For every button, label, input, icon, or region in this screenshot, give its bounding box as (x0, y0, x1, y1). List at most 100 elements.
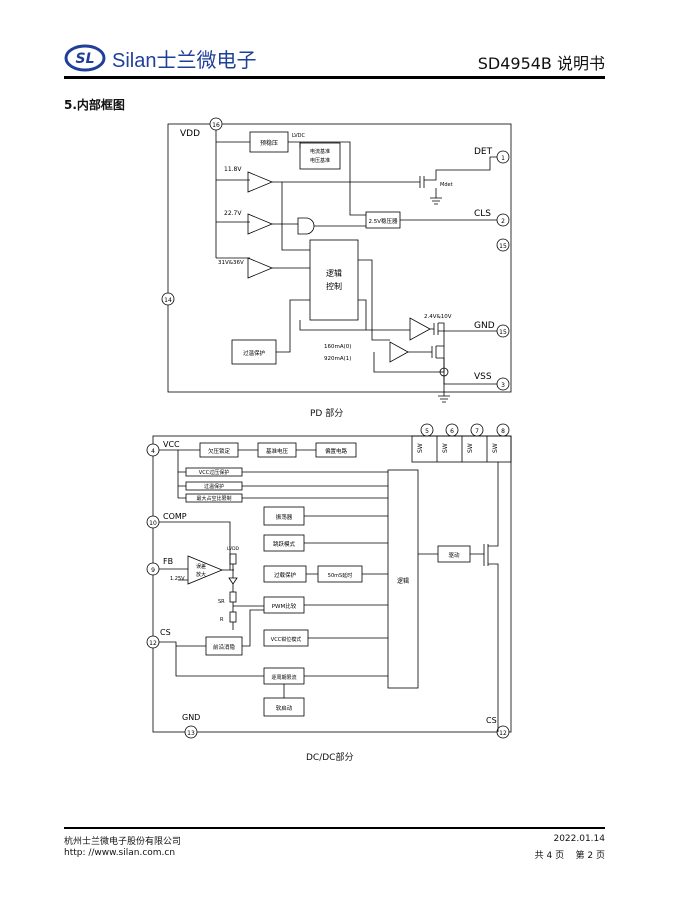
svg-text:16: 16 (212, 122, 220, 129)
pd-det-label: DET (474, 147, 493, 157)
footer-rule (64, 827, 605, 829)
pd-cls-label: CLS (474, 209, 491, 219)
pd-pin-det: 1 (496, 150, 510, 164)
svg-text:软启动: 软启动 (276, 704, 293, 712)
pd-pin-14: 14 (161, 292, 175, 306)
pd-pin-vss: 3 (496, 377, 510, 391)
silan-logo-icon: SL (64, 44, 106, 72)
svg-text:15: 15 (499, 243, 507, 250)
pd-v227: 22.7V (224, 210, 242, 217)
svg-text:6: 6 (450, 428, 454, 435)
svg-text:SW: SW (417, 443, 424, 453)
svg-text:电压基准: 电压基准 (310, 157, 330, 164)
pd-gnd-label: GND (474, 321, 495, 331)
dc-sw-column: SW SW SW SW (411, 435, 512, 463)
svg-text:放大: 放大 (196, 571, 206, 578)
svg-text:前沿消隐: 前沿消隐 (213, 643, 236, 651)
pd-mdet: Mdet (440, 182, 453, 188)
svg-text:2.5V稳压器: 2.5V稳压器 (368, 217, 398, 225)
svg-text:15: 15 (499, 329, 507, 336)
dc-cs-right-label: CS (486, 716, 497, 725)
dc-pin-gnd: 13 (184, 725, 198, 739)
dc-block-uvlo (199, 442, 239, 458)
svg-text:控制: 控制 (326, 281, 342, 291)
pd-outline (167, 123, 512, 393)
footer-date: 2022.01.14 (553, 834, 605, 844)
pd-and-gate (297, 217, 315, 235)
dcdc-caption: DC/DC部分 (306, 753, 354, 763)
svg-text:跳跃模式: 跳跃模式 (273, 540, 296, 548)
svg-text:欠压锁定: 欠压锁定 (208, 447, 231, 455)
dc-pin-cs-right: 12 (496, 725, 510, 739)
svg-text:SW: SW (442, 443, 449, 453)
dc-block-logic (387, 469, 419, 689)
pd-pin-15: 15 (496, 238, 510, 252)
footer-pages: 共 4 页 第 2 页 (534, 851, 605, 861)
brand-name: Silan士兰微电子 (112, 49, 257, 72)
dc-sr: SR (218, 599, 225, 605)
svg-text:4: 4 (151, 448, 155, 455)
svg-text:逻辑: 逻辑 (326, 268, 342, 278)
pd-vss-label: VSS (474, 372, 492, 382)
dc-lvdd: LVDD (227, 546, 240, 552)
svg-text:振荡器: 振荡器 (276, 513, 293, 521)
pd-comp-2 (247, 213, 274, 235)
pd-pin-cls: 2 (496, 213, 510, 227)
dc-v125: 1.25V (170, 576, 185, 582)
svg-text:过载保护: 过载保护 (274, 571, 297, 579)
pd-caption: PD 部分 (310, 409, 344, 419)
pd-vdd-label: VDD (180, 129, 200, 139)
svg-text:8: 8 (501, 428, 505, 435)
svg-text:逐周期限流: 逐周期限流 (271, 674, 296, 681)
svg-text:最大占空比限制: 最大占空比限制 (196, 495, 231, 502)
dc-error-amp (187, 555, 224, 585)
svg-text:7: 7 (475, 428, 479, 435)
dc-pin-sw6: 6 (445, 423, 459, 437)
pd-diagram: 16 1 2 15 15 3 14 VDD DET CLS GND VSS 预稳… (161, 117, 512, 403)
dc-vcc-label: VCC (163, 440, 180, 449)
svg-text:误差: 误差 (196, 563, 206, 570)
dc-block-ref (257, 442, 297, 458)
svg-text:50mS延时: 50mS延时 (328, 572, 352, 579)
logo-letters: SL (75, 51, 94, 67)
svg-text:SW: SW (467, 443, 474, 453)
company-logo: SL Silan士兰微电子 (64, 40, 256, 76)
svg-text:1: 1 (501, 155, 505, 162)
svg-text:VCC钳位模式: VCC钳位模式 (271, 636, 301, 643)
pd-comp-1 (247, 171, 274, 193)
dc-gnd-label: GND (182, 713, 200, 722)
dc-r: R (220, 617, 224, 623)
pd-v24-10: 2.4V&10V (424, 314, 452, 320)
svg-text:电流基准: 电流基准 (310, 148, 330, 155)
document-title: SD4954B 说明书 (477, 54, 605, 73)
svg-text:VCC过压保护: VCC过压保护 (199, 469, 229, 476)
pd-block-reference (299, 142, 341, 170)
svg-text:SW: SW (492, 443, 499, 453)
pd-pin-vdd: 16 (209, 117, 223, 131)
pd-i160: 160mA(0) (324, 344, 351, 350)
footer-url[interactable]: http: //www.silan.com.cn (64, 848, 176, 858)
pd-pin-gnd: 15 (496, 324, 510, 338)
pd-i920: 920mA(1) (324, 356, 351, 362)
svg-text:PWM比较: PWM比较 (272, 602, 297, 610)
pd-comp-3 (247, 257, 274, 279)
section-title: 5.内部框图 (64, 98, 125, 112)
svg-text:14: 14 (164, 297, 172, 304)
svg-text:过温保护: 过温保护 (204, 483, 224, 490)
dc-pin-sw8: 8 (496, 423, 510, 437)
dc-pin-cs: 12 (146, 635, 160, 649)
svg-text:13: 13 (187, 730, 195, 737)
dcdc-outline (152, 435, 512, 733)
svg-text:过温保护: 过温保护 (243, 349, 266, 357)
pd-v118: 11.8V (224, 166, 242, 173)
dc-comp-label: COMP (163, 512, 187, 521)
svg-text:5: 5 (425, 428, 429, 435)
svg-text:3: 3 (501, 382, 505, 389)
svg-text:逻辑: 逻辑 (397, 577, 409, 585)
dc-cs-label: CS (160, 628, 171, 637)
pd-block-logic (309, 239, 359, 321)
dc-pin-comp: 10 (146, 515, 160, 529)
dc-block-bias (315, 442, 357, 458)
dc-pin-sw7: 7 (470, 423, 484, 437)
